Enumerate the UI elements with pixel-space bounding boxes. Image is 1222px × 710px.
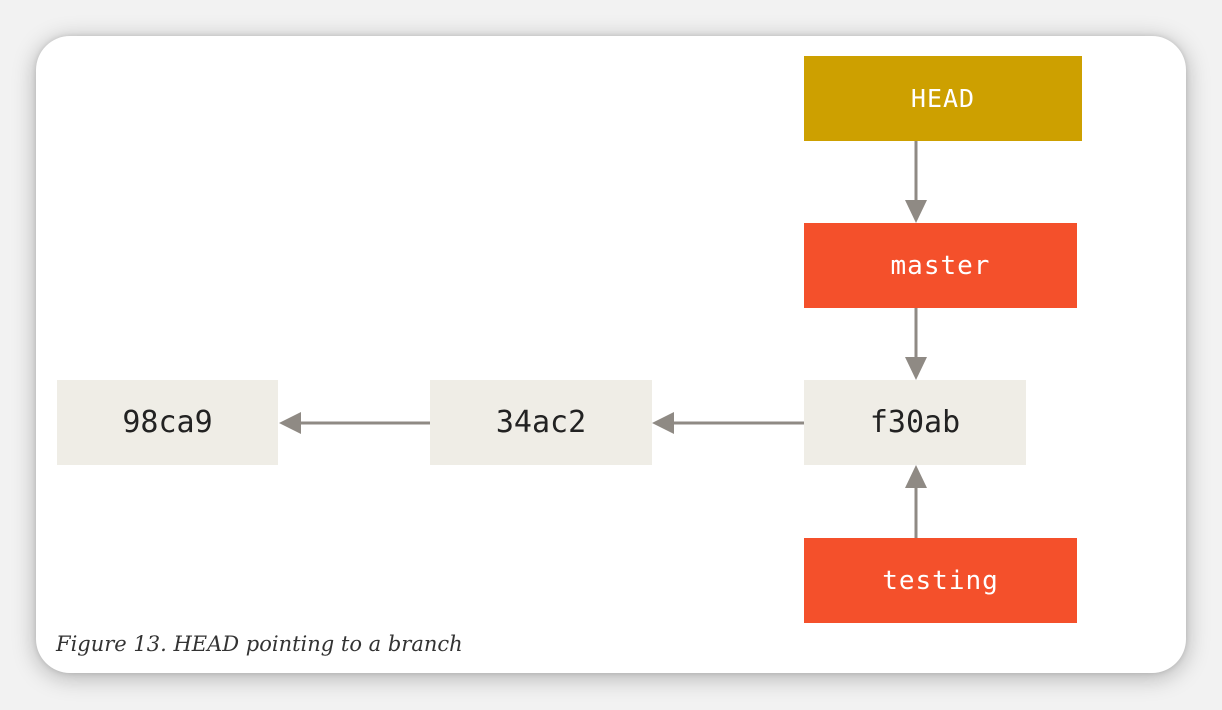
- edge-f30ab-to-34ac2: [652, 412, 804, 434]
- commit-34ac2-label: 34ac2: [495, 405, 587, 440]
- head-pointer-box: HEAD: [804, 56, 1082, 141]
- branch-master-box: master: [804, 223, 1077, 308]
- branch-master-label: master: [890, 250, 991, 281]
- commit-f30ab-box: f30ab: [804, 380, 1026, 465]
- commit-34ac2-box: 34ac2: [430, 380, 652, 465]
- figure-caption: Figure 13. HEAD pointing to a branch: [56, 632, 463, 656]
- arrow-layer: [279, 141, 927, 538]
- edge-head-to-master: [905, 141, 927, 223]
- branch-testing-box: testing: [804, 538, 1077, 623]
- commit-98ca9-label: 98ca9: [122, 405, 213, 440]
- edge-master-to-f30ab: [905, 308, 927, 380]
- commit-98ca9-box: 98ca9: [57, 380, 278, 465]
- branch-testing-label: testing: [882, 565, 999, 596]
- edge-testing-to-f30ab: [905, 465, 927, 538]
- head-label: HEAD: [910, 84, 976, 113]
- commit-f30ab-label: f30ab: [869, 405, 961, 440]
- figure-card: HEAD master testing 98ca9 34ac2 f30ab Fi…: [36, 36, 1186, 673]
- edge-34ac2-to-98ca9: [279, 412, 430, 434]
